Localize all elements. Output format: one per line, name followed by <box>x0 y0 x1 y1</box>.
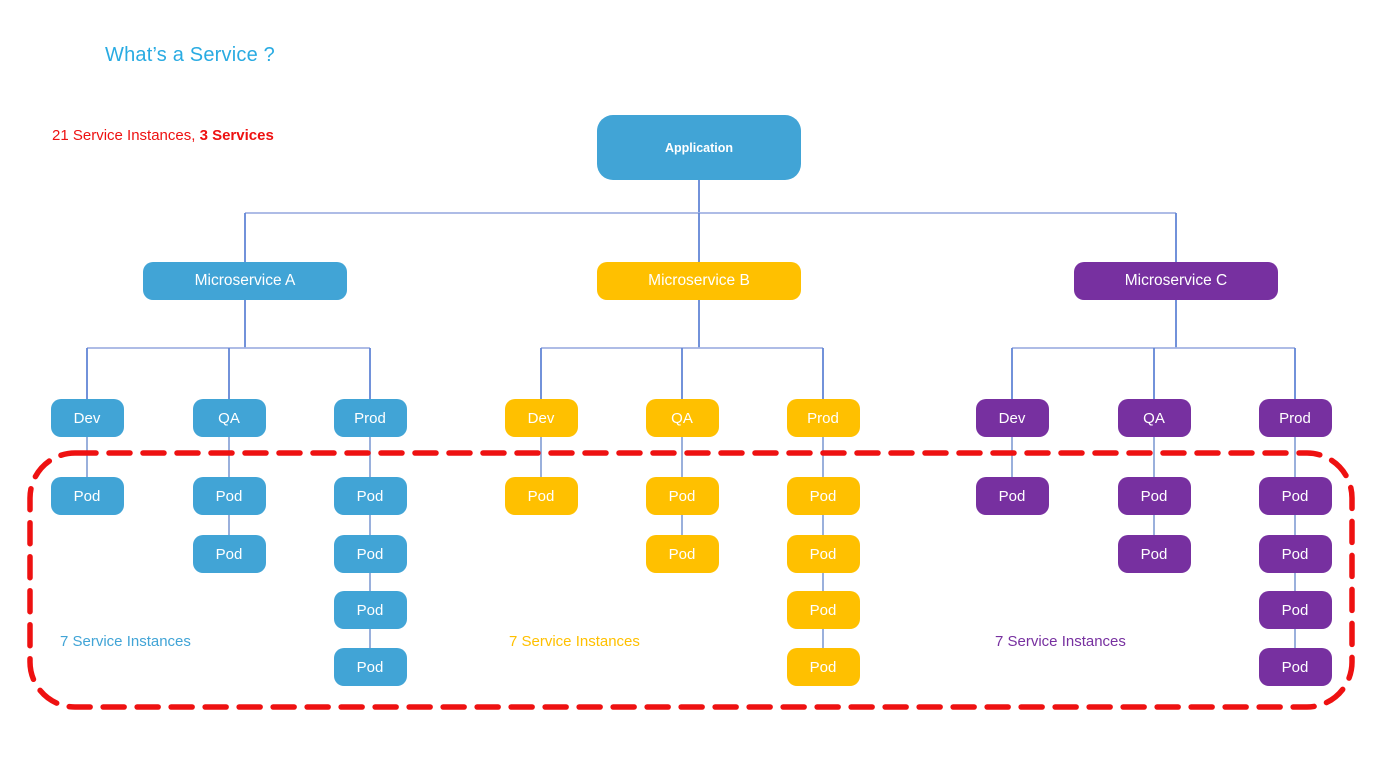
microservice-node: Microservice B <box>597 262 801 300</box>
pod-node: Pod <box>1258 648 1332 686</box>
environment-node: Prod <box>1258 399 1332 437</box>
pod-node: Pod <box>1258 591 1332 629</box>
pod-node: Pod <box>504 477 578 515</box>
page-title: What’s a Service ? <box>105 44 275 66</box>
pod-node: Pod <box>1258 535 1332 573</box>
microservice-node: Microservice C <box>1074 262 1278 300</box>
environment-node: QA <box>192 399 266 437</box>
pod-node: Pod <box>786 648 860 686</box>
environment-node: Prod <box>333 399 407 437</box>
microservice-node: Microservice A <box>143 262 347 300</box>
pod-node: Pod <box>50 477 124 515</box>
pod-node: Pod <box>645 477 719 515</box>
pod-node: Pod <box>645 535 719 573</box>
pod-node: Pod <box>333 591 407 629</box>
summary-prefix: 21 Service Instances, <box>52 127 200 144</box>
instances-count-label: 7 Service Instances <box>509 633 640 650</box>
application-node: Application <box>597 115 801 180</box>
instances-count-label: 7 Service Instances <box>60 633 191 650</box>
pod-node: Pod <box>786 591 860 629</box>
instances-count-label: 7 Service Instances <box>995 633 1126 650</box>
environment-node: QA <box>645 399 719 437</box>
environment-node: Prod <box>786 399 860 437</box>
pod-node: Pod <box>1258 477 1332 515</box>
pod-node: Pod <box>786 535 860 573</box>
summary-bold: 3 Services <box>199 127 274 144</box>
environment-node: QA <box>1117 399 1191 437</box>
environment-node: Dev <box>975 399 1049 437</box>
pod-node: Pod <box>333 648 407 686</box>
pod-node: Pod <box>1117 535 1191 573</box>
service-instances-highlight-box <box>27 450 1355 710</box>
pod-node: Pod <box>786 477 860 515</box>
pod-node: Pod <box>975 477 1049 515</box>
pod-node: Pod <box>1117 477 1191 515</box>
pod-node: Pod <box>333 535 407 573</box>
summary-text: 21 Service Instances, 3 Services <box>52 127 274 144</box>
pod-node: Pod <box>333 477 407 515</box>
pod-node: Pod <box>192 477 266 515</box>
environment-node: Dev <box>50 399 124 437</box>
pod-node: Pod <box>192 535 266 573</box>
environment-node: Dev <box>504 399 578 437</box>
